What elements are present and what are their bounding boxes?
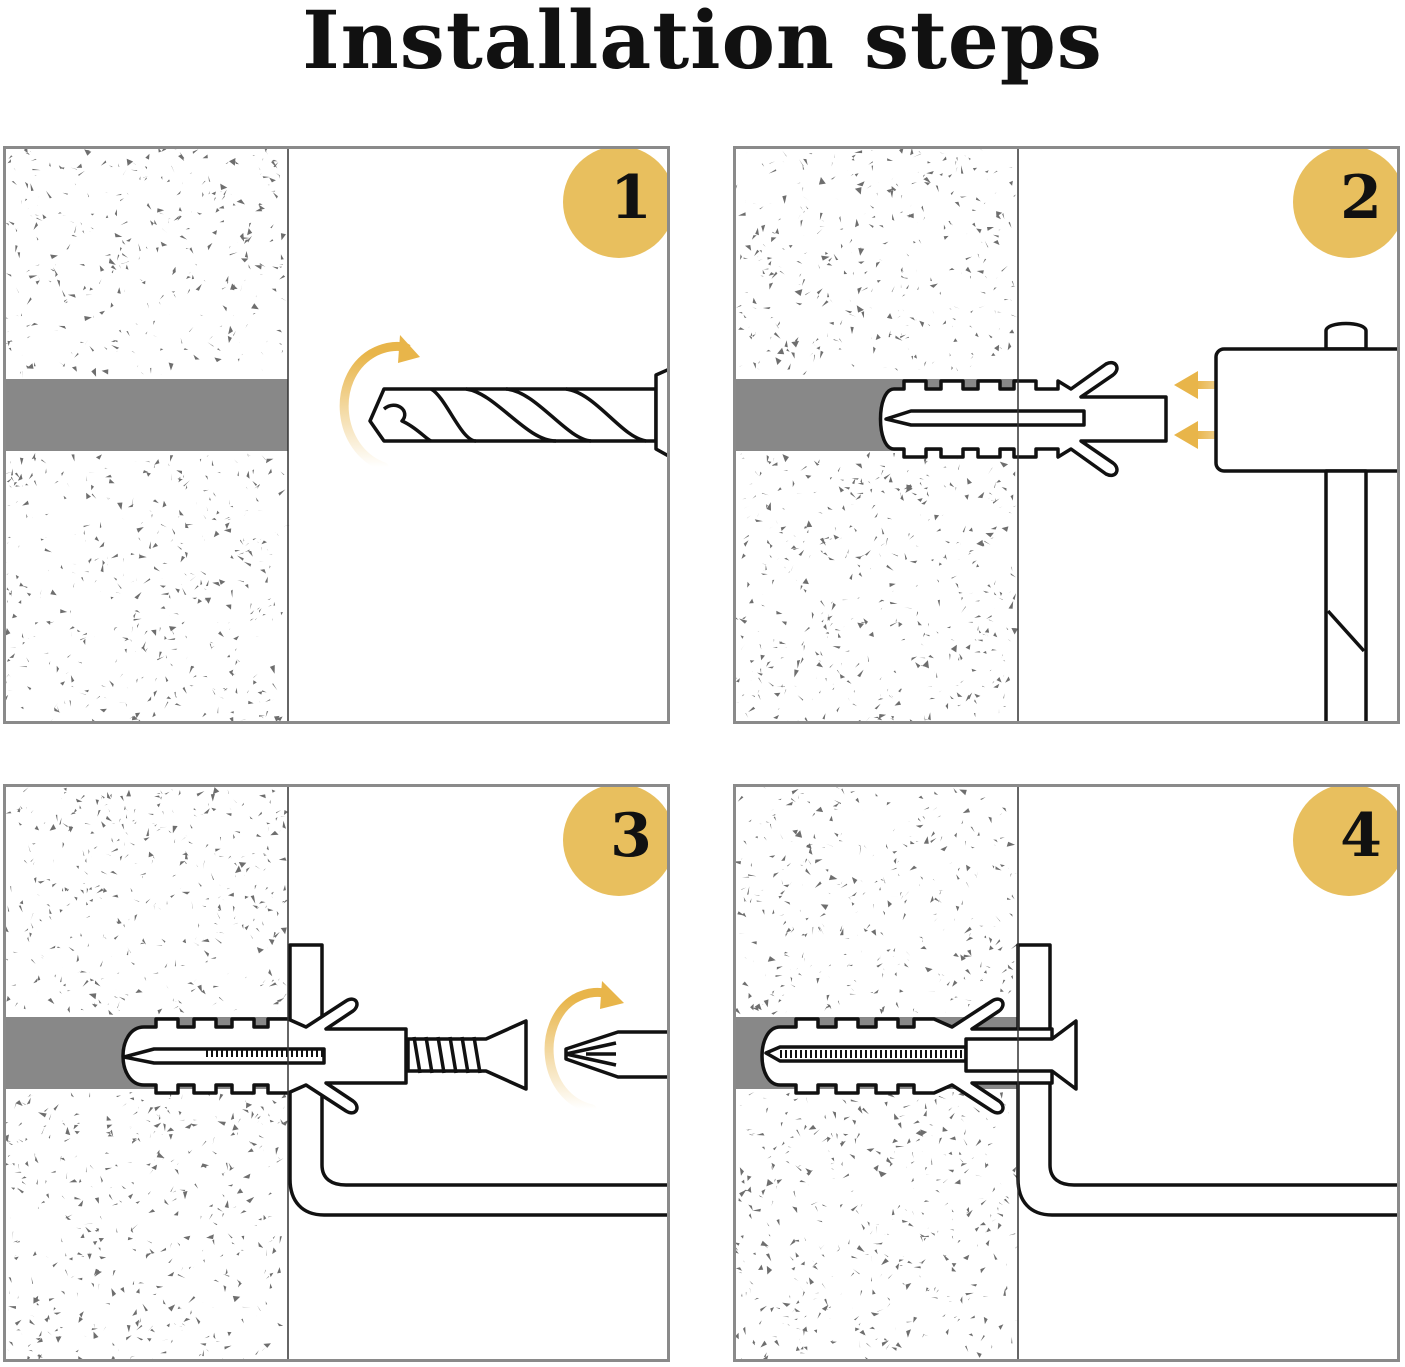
step-number: 1 [610,163,652,233]
step-number: 4 [1340,801,1382,871]
step-number-badge [563,149,667,258]
drilled-hole [6,379,288,451]
wall-icon [6,787,289,1359]
wall-plug-icon [878,361,1168,477]
step-number-badge [1293,149,1397,258]
bracket-icon [1016,943,1397,1217]
step-number: 2 [1340,163,1382,233]
bracket-icon [288,943,667,1217]
step-number-badge [1293,787,1397,896]
page-title: Installation steps [302,0,1103,87]
step-number: 3 [610,801,652,871]
rotate-arrow-icon [339,335,420,472]
step-1-panel: 1 [3,146,670,724]
step-1-illustration [6,149,667,721]
step-4-panel: 4 [733,784,1400,1362]
drill-bit-icon [368,368,667,458]
screw-icon [764,1019,1078,1091]
rotate-arrow-icon [544,981,624,1114]
step-number-badge [563,787,667,896]
step-3-panel: 3 [3,784,670,1362]
step-4-illustration [736,787,1397,1359]
screwdriver-icon [564,1030,667,1079]
screw-icon [406,1019,528,1091]
step-2-panel: 2 [733,146,1400,724]
wall-icon [736,149,1019,721]
wall-plug-icon [121,997,408,1115]
step-2-illustration [736,149,1397,721]
step-3-illustration [6,787,667,1359]
hammer-icon [1214,321,1397,721]
